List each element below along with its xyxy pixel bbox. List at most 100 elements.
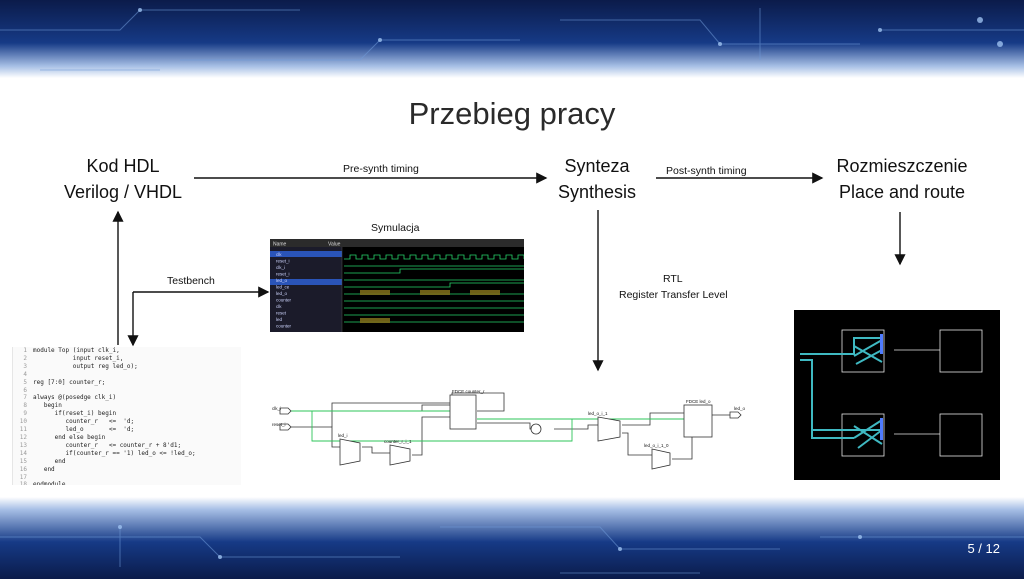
sim-signal-name: led_o	[276, 278, 288, 283]
sim-signal-name: counter	[276, 324, 292, 329]
code-line: 1 module Top (input clk_i,	[13, 347, 241, 355]
sim-signal-name: clk	[276, 252, 282, 257]
code-line-text: always @(posedge clk_i)	[33, 394, 117, 402]
code-line-text: end	[33, 465, 55, 473]
code-line-number: 18	[19, 481, 27, 485]
rtl-led-o-i-cell: led_o_i_1	[588, 411, 608, 416]
code-line-number: 10	[19, 418, 27, 426]
code-line-text: output reg led_o);	[33, 362, 138, 370]
code-line-text: endmodule	[33, 481, 66, 485]
code-line-text: counter_r <= 'd;	[33, 418, 135, 426]
code-line-number: 12	[19, 433, 27, 441]
code-line-number: 15	[19, 457, 27, 465]
rtl-counter-add-cell: counter_r_i_1	[384, 439, 412, 444]
pre-synth-label: Pre-synth timing	[343, 163, 419, 175]
code-line: 3 output reg led_o);	[13, 363, 241, 371]
synthesis-title: Synteza	[564, 156, 630, 176]
code-line-number: 11	[19, 426, 27, 434]
synthesis-subtitle: Synthesis	[557, 182, 637, 202]
hdl-subtitle: Verilog / VHDL	[63, 182, 183, 202]
sim-signal-name: reset_i	[276, 259, 290, 264]
circuit-pattern-top	[0, 8, 1024, 71]
rtl-port-reset: reset_i	[272, 422, 286, 427]
code-line-text: begin	[33, 402, 62, 410]
place-route-node: Rozmieszczenie Place and route	[822, 153, 982, 205]
code-line-text: input reset_i,	[33, 354, 124, 362]
sim-header-name: Name	[273, 242, 287, 248]
rtl-label: RTL	[663, 273, 683, 285]
code-line-text: module Top (input clk_i,	[33, 347, 120, 354]
code-line-text: reg [7:0] counter_r;	[33, 378, 106, 386]
code-line: 4	[13, 371, 241, 379]
sim-signal-name: reset	[276, 311, 287, 316]
code-line: 13 counter_r <= counter_r + 8'd1;	[13, 442, 241, 450]
place-route-svg	[794, 310, 1000, 480]
code-line-text: end	[33, 457, 66, 465]
place-route-title: Rozmieszczenie	[836, 156, 968, 176]
code-line: 9 if(reset_i) begin	[13, 410, 241, 418]
code-line-text: counter_r <= counter_r + 8'd1;	[33, 441, 182, 449]
rtl-led-i0-cell: led_o_i_1_0	[644, 443, 669, 448]
footer-circuit-band	[0, 497, 1024, 579]
sim-header-value: Value	[328, 242, 341, 248]
waveform-svg: Name Value clkreset_iclk_ireset_iled_ole…	[270, 239, 524, 332]
code-line: 6	[13, 387, 241, 395]
code-line-text: led_o <= 'd;	[33, 426, 135, 434]
page-number: 5 / 12	[967, 541, 1000, 556]
code-line: 5 reg [7:0] counter_r;	[13, 379, 241, 387]
synthesis-node: Synteza Synthesis	[542, 153, 652, 205]
rtl-schematic: clk_i reset_i led_o FDCE counter_r FDCE …	[272, 383, 750, 483]
code-line-number: 6	[23, 386, 27, 394]
code-line: 18 endmodule	[13, 481, 241, 485]
rtl-full-label: Register Transfer Level	[619, 289, 728, 301]
place-and-route-view	[794, 310, 1000, 480]
code-line-number: 8	[23, 402, 27, 410]
code-line-number: 16	[19, 465, 27, 473]
circuit-pattern-bottom	[0, 525, 1024, 574]
sim-signal-name: led_o	[276, 291, 288, 296]
place-route-subtitle: Place and route	[838, 182, 966, 202]
code-line: 8 begin	[13, 402, 241, 410]
code-line: 17	[13, 474, 241, 482]
code-line-number: 3	[23, 362, 27, 370]
code-line-text: if(reset_i) begin	[33, 410, 117, 418]
sim-signal-name: led	[276, 317, 283, 322]
code-line: 14 if(counter_r == '1) led_o <= !led_o;	[13, 450, 241, 458]
code-line: 16 end	[13, 466, 241, 474]
code-line-number: 13	[19, 441, 27, 449]
code-line-text: end else begin	[33, 433, 106, 441]
rtl-led-reg: FDCE led_o	[686, 399, 711, 404]
sim-signal-name: clk	[276, 304, 282, 309]
testbench-label: Testbench	[167, 275, 215, 287]
code-line-number: 9	[23, 410, 27, 418]
header-circuit-band	[0, 0, 1024, 78]
code-line: 12 end else begin	[13, 434, 241, 442]
post-synth-label: Post-synth timing	[666, 165, 747, 177]
sim-signal-name: clk_i	[276, 265, 285, 270]
code-line: 2 input reset_i,	[13, 355, 241, 363]
code-line-number: 17	[19, 473, 27, 481]
sim-signal-name: reset_i	[276, 272, 290, 277]
code-line: 11 led_o <= 'd;	[13, 426, 241, 434]
code-line-number: 7	[23, 394, 27, 402]
rtl-counter-reg: FDCE counter_r	[452, 389, 485, 394]
code-line: 15 end	[13, 458, 241, 466]
code-line-number: 14	[19, 449, 27, 457]
hdl-title: Kod HDL	[86, 156, 160, 176]
sim-signal-name: led_ce	[276, 285, 290, 290]
code-line: 7 always @(posedge clk_i)	[13, 394, 241, 402]
simulation-label: Symulacja	[371, 222, 420, 234]
rtl-port-led: led_o	[734, 406, 746, 411]
code-line-number: 2	[23, 354, 27, 362]
code-line-number: 4	[23, 370, 27, 378]
code-line-number: 5	[23, 378, 27, 386]
code-line: 10 counter_r <= 'd;	[13, 418, 241, 426]
hdl-node: Kod HDL Verilog / VHDL	[52, 153, 194, 205]
rtl-port-clk: clk_i	[272, 406, 281, 411]
code-line-number: 1	[23, 347, 27, 354]
slide-title: Przebieg pracy	[408, 96, 616, 131]
rtl-schematic-svg: clk_i reset_i led_o FDCE counter_r FDCE …	[272, 389, 746, 470]
